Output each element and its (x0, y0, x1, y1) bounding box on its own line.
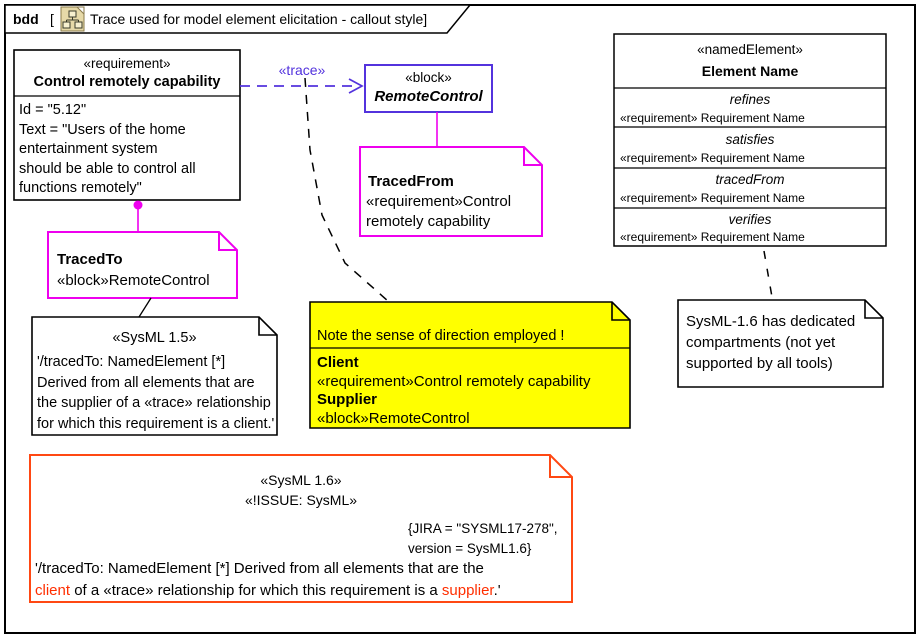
issue-body-mid: of a «trace» relationship for which this… (70, 582, 442, 599)
block-name: RemoteControl (374, 88, 483, 105)
sysml16-body: SysML-1.6 has dedicated compartments (no… (686, 313, 856, 372)
tracedfrom-body: «requirement»Control remotely capability (366, 193, 512, 230)
direction-supplier-label: Supplier (317, 391, 378, 408)
issue-note-fold (549, 455, 572, 478)
direction-note-line1: Note the sense of direction employed ! (317, 328, 565, 344)
block-box-outline (364, 64, 493, 113)
element-box-outline (613, 33, 887, 247)
trace-arrowhead (348, 78, 364, 94)
direction-client-label: Client (317, 354, 359, 371)
frame-title-tab (4, 4, 472, 34)
sysml15-note-fold (258, 317, 277, 336)
frame-title: Trace used for model element elicitation… (90, 11, 428, 27)
sysml16-anchor-line (763, 250, 773, 298)
sysml16-note-fold (864, 300, 883, 319)
frame-open-bracket: [ (50, 11, 54, 27)
bdd-keyword: bdd (13, 11, 39, 27)
issue-note-outline (29, 454, 573, 603)
sysml15-note-outline (31, 316, 278, 436)
issue-header1: «SysML 1.6» (260, 472, 342, 488)
requirement-body: Id = "5.12" Text = "Users of the home en… (19, 102, 196, 196)
requirement-stereotype: «requirement» (83, 56, 171, 71)
issue-body-end: .' (493, 582, 501, 599)
sysml15-body: '/tracedTo: NamedElement [*] Derived fro… (37, 354, 275, 432)
element-compartment-value: «requirement» Requirement Name (620, 111, 805, 125)
direction-note-fold (611, 302, 630, 321)
direction-note-outline (309, 301, 631, 429)
tracedto-note-outline (47, 231, 238, 299)
element-name: Element Name (701, 63, 799, 79)
issue-client-word: client (35, 582, 71, 599)
element-compartment-value: «requirement» Requirement Name (620, 151, 805, 165)
tracedto-body: «block»RemoteControl (57, 272, 210, 289)
element-compartment-label: verifies (728, 212, 772, 227)
requirement-box-outline (13, 49, 241, 201)
element-compartment-label: tracedFrom (715, 172, 785, 187)
diagram-icon (60, 6, 85, 32)
sysml15-header: «SysML 1.5» (112, 330, 197, 346)
sysml15-anchor-line (138, 297, 152, 318)
element-compartment-value: «requirement» Requirement Name (620, 230, 805, 244)
requirement-name: Control remotely capability (33, 74, 221, 90)
tracedfrom-note-outline (359, 146, 543, 237)
direction-supplier-value: «block»RemoteControl (317, 409, 470, 427)
trace-label: «trace» (278, 62, 326, 78)
element-compartment-label: refines (729, 92, 771, 107)
issue-tag: {JIRA = "SYSML17-278", version = SysML1.… (408, 521, 558, 556)
issue-header2: «!ISSUE: SysML» (244, 492, 358, 508)
direction-note-body: Client «requirement»Control remotely cap… (317, 354, 623, 428)
element-stereotype: «namedElement» (697, 42, 803, 57)
issue-supplier-word: supplier (441, 582, 494, 599)
element-compartment-label: satisfies (725, 132, 775, 147)
element-compartment-value: «requirement» Requirement Name (620, 191, 805, 205)
direction-note-anchor-line (304, 77, 389, 302)
issue-body-line1: '/tracedTo: NamedElement [*] Derived fro… (35, 560, 484, 577)
tracedto-note-fold (218, 232, 237, 251)
tracedto-title: TracedTo (57, 251, 123, 268)
issue-body: '/tracedTo: NamedElement [*] Derived fro… (35, 558, 567, 602)
issue-body-line2: client of a «trace» relationship for whi… (35, 580, 567, 602)
direction-client-value: «requirement»Control remotely capability (317, 372, 591, 390)
block-stereotype: «block» (405, 70, 452, 85)
sysml16-note-outline (677, 299, 884, 388)
tracedfrom-title: TracedFrom (368, 173, 454, 190)
tracedfrom-note-fold (523, 147, 542, 166)
